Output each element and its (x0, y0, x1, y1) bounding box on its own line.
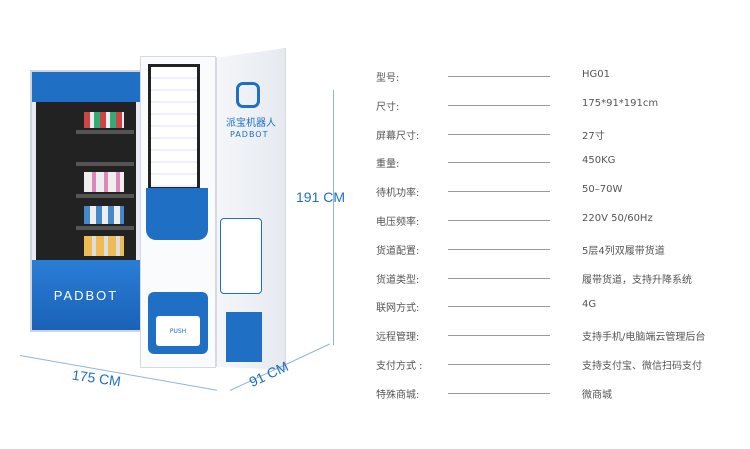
divider (448, 76, 550, 77)
spec-label: 重量: (376, 159, 400, 170)
divider (448, 364, 550, 365)
side-hatch (220, 218, 262, 294)
spec-row: 屏幕尺寸: 27寸 (376, 127, 736, 142)
spec-row: 电压频率: 220V 50/60Hz (376, 213, 736, 228)
spec-label: 待机功率: (376, 188, 420, 199)
spec-label: 屏幕尺寸: (376, 131, 420, 142)
brand-cn: 派宝机器人 (226, 118, 276, 129)
spec-value: 4G (582, 299, 597, 310)
side-brand-logo: PADBOT (230, 130, 269, 139)
spec-value: 履带货道，支持升降系统 (582, 275, 692, 286)
height-label: 191 CM (296, 189, 346, 205)
spec-row: 尺寸: 175*91*191cm (376, 98, 736, 113)
spec-row: 货道类型: 履带货道，支持升降系统 (376, 271, 736, 286)
spec-value: 5层4列双履带货道 (582, 246, 665, 257)
spec-value: 微商城 (582, 390, 612, 401)
cabinet-blue-panel (146, 188, 208, 240)
spec-label: 型号: (376, 73, 400, 84)
divider (448, 191, 550, 192)
spec-row: 待机功率: 50–70W (376, 184, 736, 199)
spec-row: 货道配置: 5层4列双履带货道 (376, 242, 736, 257)
height-dimension-line (333, 90, 334, 345)
divider (448, 306, 550, 307)
front-blue-panel: PADBOT (32, 260, 140, 330)
divider (448, 393, 550, 394)
spec-label: 远程管理: (376, 332, 420, 343)
divider (448, 335, 550, 336)
spec-label: 支付方式 : (376, 361, 423, 372)
spec-value: 220V 50/60Hz (582, 213, 653, 224)
spec-row: 支付方式 : 支持支付宝、微信扫码支付 (376, 357, 736, 372)
spec-label: 特殊商城: (376, 390, 420, 401)
spec-row: 远程管理: 支持手机/电脑端云管理后台 (376, 328, 736, 343)
spec-value: 450KG (582, 155, 616, 166)
divider (448, 134, 550, 135)
spec-row: 联网方式: 4G (376, 299, 736, 314)
divider (448, 105, 550, 106)
spec-value: 支持支付宝、微信扫码支付 (582, 361, 702, 372)
side-blue-box (226, 312, 262, 362)
divider (448, 162, 550, 163)
vending-machine: PADBOT PUSH 派宝机器人 PADBOT (28, 48, 288, 378)
spec-value: 27寸 (582, 131, 605, 142)
divider (448, 249, 550, 250)
divider (448, 220, 550, 221)
spec-value: HG01 (582, 69, 610, 80)
touch-screen (148, 64, 200, 190)
robot-logo-icon (236, 82, 260, 108)
spec-value: 支持手机/电脑端云管理后台 (582, 332, 706, 343)
product-shelves (36, 102, 136, 262)
push-label: PUSH (169, 327, 187, 335)
padbot-logo: PADBOT (53, 287, 119, 303)
spec-row: 重量: 450KG (376, 155, 736, 170)
spec-value: 175*91*191cm (582, 98, 659, 109)
spec-value: 50–70W (582, 184, 623, 195)
spec-label: 货道配置: (376, 246, 420, 257)
spec-label: 电压频率: (376, 217, 420, 228)
top-header-blue (32, 72, 140, 102)
spec-row: 型号: HG01 (376, 69, 736, 84)
spec-label: 联网方式: (376, 303, 420, 314)
pickup-door: PUSH (148, 292, 208, 354)
spec-label: 尺寸: (376, 102, 400, 113)
divider (448, 278, 550, 279)
spec-label: 货道类型: (376, 275, 420, 286)
spec-row: 特殊商城: 微商城 (376, 386, 736, 401)
